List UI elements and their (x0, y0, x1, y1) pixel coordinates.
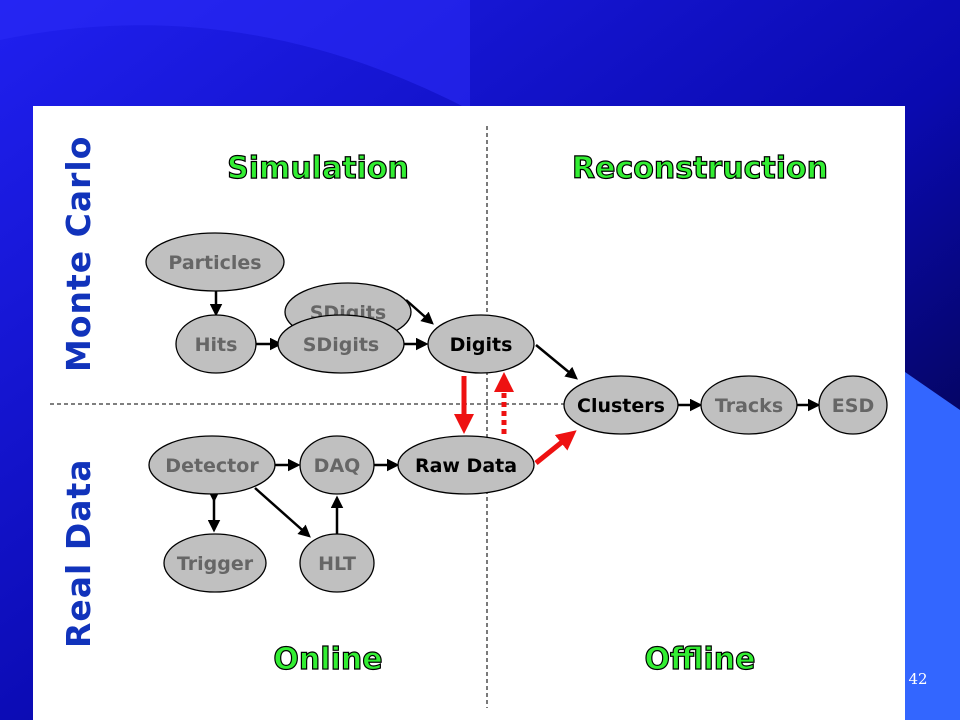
arrow-digits-clusters (535, 344, 578, 380)
node-particles: Particles (145, 232, 285, 292)
node-clusters: Clusters (563, 375, 679, 435)
node-hlt: HLT (299, 533, 375, 593)
accent-corner (905, 372, 960, 720)
node-detector: Detector (148, 435, 276, 495)
heading-simulation: Simulation (227, 151, 409, 186)
node-digits-label: Digits (450, 334, 513, 356)
node-sdigits: SDigits (277, 314, 405, 374)
node-hits: Hits (175, 314, 257, 374)
node-hlt-label: HLT (318, 553, 356, 575)
arrow-sdigits-back-digits (405, 299, 434, 325)
red-arrow-rawdata-clusters (534, 430, 577, 465)
node-esd: ESD (818, 375, 888, 435)
side-label-monte-carlo: Monte Carlo (59, 136, 98, 372)
node-tracks-label: Tracks (715, 395, 783, 417)
heading-offline: Offline (645, 642, 756, 677)
node-hits-label: Hits (195, 334, 238, 356)
arrow-detector-hlt (254, 487, 311, 538)
heading-reconstruction: Reconstruction (572, 151, 828, 186)
node-sdigits-label: SDigits (303, 334, 379, 356)
background-swoosh (0, 0, 470, 110)
highlight-arrows (454, 372, 577, 465)
node-particles-label: Particles (168, 252, 261, 274)
side-label-real-data: Real Data (59, 458, 98, 648)
node-raw-data: Raw Data (397, 435, 535, 495)
heading-online: Online (273, 642, 382, 677)
monte-carlo-label: Monte Carlo (59, 136, 98, 372)
node-daq-label: DAQ (314, 455, 361, 477)
node-trigger: Trigger (163, 533, 267, 593)
real-data-label: Real Data (59, 458, 98, 648)
node-raw-data-label: Raw Data (415, 455, 517, 477)
node-esd-label: ESD (832, 395, 874, 417)
node-detector-label: Detector (165, 455, 259, 477)
node-daq: DAQ (299, 435, 375, 495)
node-clusters-label: Clusters (577, 395, 665, 417)
node-tracks: Tracks (700, 375, 798, 435)
page-number: 42 (908, 670, 928, 688)
node-digits: Digits (427, 314, 535, 374)
flow-arrows (207, 289, 821, 538)
node-trigger-label: Trigger (177, 553, 254, 575)
